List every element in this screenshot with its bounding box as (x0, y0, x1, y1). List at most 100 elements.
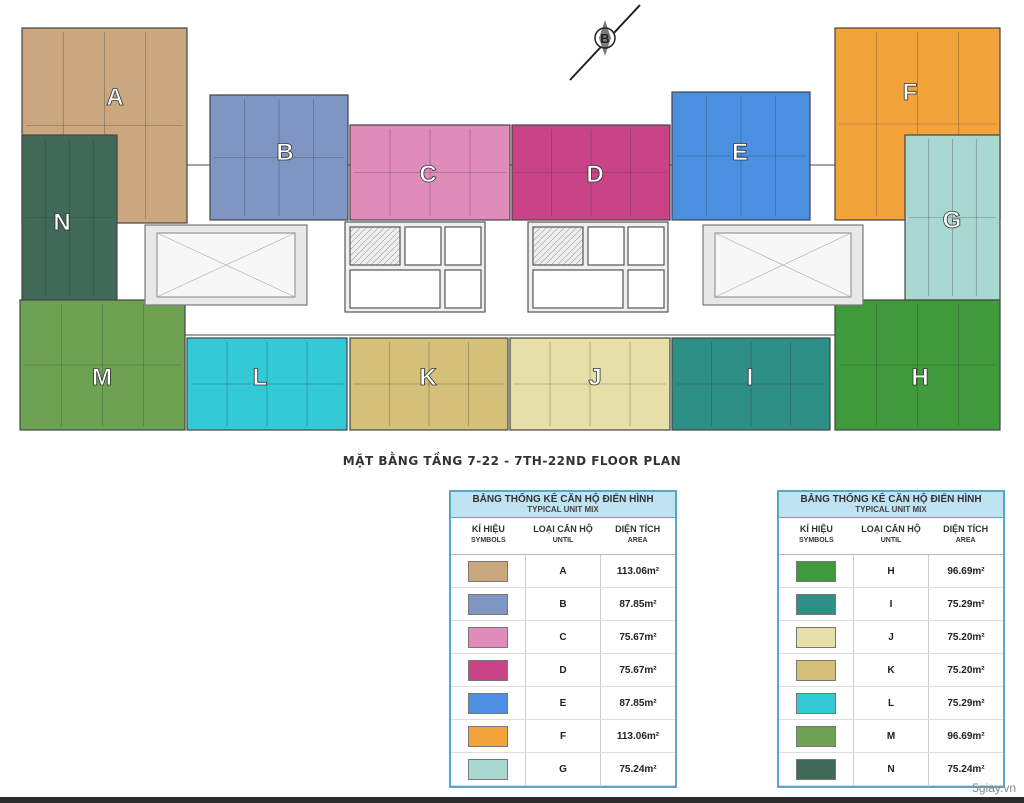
bottom-bar (0, 797, 1024, 803)
unit-swatch-cell (779, 621, 854, 653)
table-row: L 75.29m² (779, 687, 1003, 720)
unit-swatch-cell (451, 720, 526, 752)
unit-color-swatch (468, 692, 508, 714)
unit-area: 75.24m² (619, 763, 657, 775)
compass-letter: B (600, 31, 609, 46)
unit-swatch-cell (451, 555, 526, 587)
floor-plan-title: MẶT BẰNG TẦNG 7-22 - 7TH-22ND FLOOR PLAN (342, 454, 682, 468)
unit-area: 113.06m² (616, 730, 660, 742)
unit-swatch-cell (451, 588, 526, 620)
unit-area: 96.69m² (947, 565, 985, 577)
unit-letter-i: I (747, 364, 754, 391)
unit-mix-table-right: BẢNG THỐNG KÊ CĂN HỘ ĐIỂN HÌNH TYPICAL U… (777, 490, 1005, 788)
unit-color-swatch (796, 758, 836, 780)
unit-color-swatch (796, 659, 836, 681)
unit-swatch-cell (451, 621, 526, 653)
unit-area: 96.69m² (947, 730, 985, 742)
compass-icon: B (569, 4, 641, 81)
unit-label: K (854, 654, 929, 686)
unit-color-swatch (796, 593, 836, 615)
table-row: D 75.67m² (451, 654, 675, 687)
unit-color-swatch (468, 593, 508, 615)
unit-color-swatch (796, 626, 836, 648)
unit-letter-f: F (903, 79, 918, 106)
watermark: 5giay.vn (972, 781, 1016, 795)
table-row: N 75.24m² (779, 753, 1003, 786)
unit-letter-l: L (253, 364, 268, 391)
table-row: E 87.85m² (451, 687, 675, 720)
unit-color-swatch (468, 725, 508, 747)
table-title: BẢNG THỐNG KÊ CĂN HỘ ĐIỂN HÌNH (800, 494, 982, 505)
unit-area: 75.20m² (947, 631, 985, 643)
unit-area: 75.29m² (947, 697, 985, 709)
unit-label: L (854, 687, 929, 719)
table-subtitle: TYPICAL UNIT MIX (527, 505, 599, 514)
unit-label: N (854, 753, 929, 785)
unit-letter-k: K (419, 364, 437, 391)
unit-area: 75.67m² (619, 631, 657, 643)
table-row: M 96.69m² (779, 720, 1003, 753)
unit-area: 75.20m² (947, 664, 985, 676)
unit-label: C (526, 621, 601, 653)
table-row: F 113.06m² (451, 720, 675, 753)
table-row: K 75.20m² (779, 654, 1003, 687)
unit-letter-c: C (419, 161, 436, 188)
unit-letter-b: B (276, 139, 293, 166)
unit-letter-h: H (911, 364, 928, 391)
unit-label: H (854, 555, 929, 587)
table-row: J 75.20m² (779, 621, 1003, 654)
unit-swatch-cell (451, 687, 526, 719)
unit-label: E (526, 687, 601, 719)
unit-color-swatch (468, 626, 508, 648)
unit-swatch-cell (779, 555, 854, 587)
unit-label: D (526, 654, 601, 686)
unit-label: M (854, 720, 929, 752)
unit-swatch-cell (779, 588, 854, 620)
unit-letter-g: G (943, 207, 962, 234)
unit-color-swatch (796, 560, 836, 582)
unit-label: A (526, 555, 601, 587)
unit-label: B (526, 588, 601, 620)
unit-swatch-cell (451, 654, 526, 686)
unit-area: 75.67m² (619, 664, 657, 676)
table-row: H 96.69m² (779, 555, 1003, 588)
unit-color-swatch (468, 758, 508, 780)
unit-letter-a: A (106, 84, 123, 111)
unit-area: 75.29m² (947, 598, 985, 610)
unit-color-swatch (468, 560, 508, 582)
unit-area: 113.06m² (616, 565, 660, 577)
unit-letter-e: E (732, 139, 748, 166)
unit-swatch-cell (779, 654, 854, 686)
unit-label: G (526, 753, 601, 785)
unit-letter-j: J (588, 364, 601, 391)
unit-swatch-cell (779, 753, 854, 785)
table-row: G 75.24m² (451, 753, 675, 786)
unit-swatch-cell (451, 753, 526, 785)
unit-swatch-cell (779, 720, 854, 752)
unit-area: 87.85m² (619, 598, 657, 610)
table-row: B 87.85m² (451, 588, 675, 621)
table-title: BẢNG THỐNG KÊ CĂN HỘ ĐIỂN HÌNH (472, 494, 654, 505)
table-subtitle: TYPICAL UNIT MIX (855, 505, 927, 514)
unit-mix-table-left: BẢNG THỐNG KÊ CĂN HỘ ĐIỂN HÌNH TYPICAL U… (449, 490, 677, 788)
table-row: C 75.67m² (451, 621, 675, 654)
unit-color-swatch (468, 659, 508, 681)
unit-area: 87.85m² (619, 697, 657, 709)
unit-label: I (854, 588, 929, 620)
unit-label: J (854, 621, 929, 653)
unit-color-swatch (796, 692, 836, 714)
table-row: A 113.06m² (451, 555, 675, 588)
unit-area: 75.24m² (947, 763, 985, 775)
unit-letter-n: N (53, 209, 70, 236)
unit-color-swatch (796, 725, 836, 747)
unit-letter-d: D (586, 161, 603, 188)
unit-swatch-cell (779, 687, 854, 719)
unit-label: F (526, 720, 601, 752)
